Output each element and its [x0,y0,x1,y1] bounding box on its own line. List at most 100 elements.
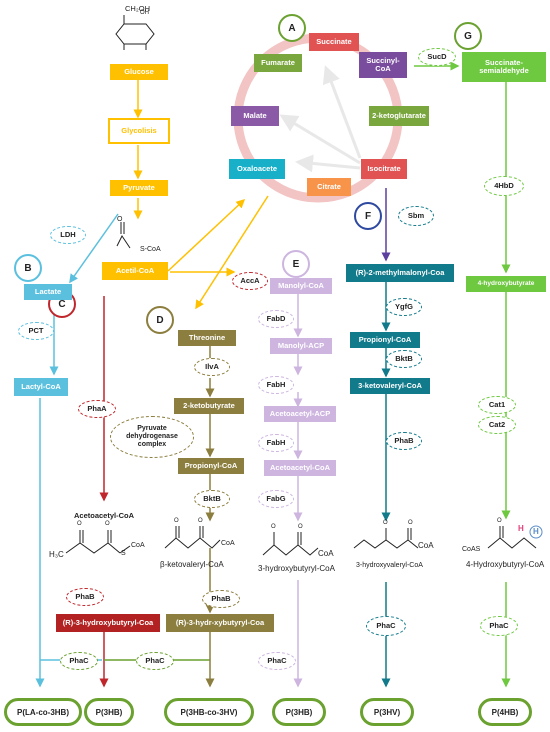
pyruvate-box: Pyruvate [110,180,168,196]
acetoacetyl-coa-structure [65,530,131,554]
lactate-box: Lactate [24,284,72,300]
acetyl-coa-structure [116,222,131,249]
acca-enzyme: AccA [232,272,268,290]
product-p-3hb-co-3hv: P(3HB-co-3HV) [164,698,254,726]
propionyl-coa-box-d: Propionyl-CoA [178,458,244,474]
acetoacetyl-o1: O [77,521,82,527]
phac-enzyme-c2: PhaC [136,652,174,670]
ilva-enzyme: IlvA [194,358,230,376]
product-p-3hb-1: P(3HB) [84,698,134,726]
product-p-la-co-3hb: P(LA-co-3HB) [4,698,82,726]
h-label-b: H [533,527,539,536]
acetyl-o-label: O [117,216,123,223]
ketovaleryl-d-o2: O [198,518,203,524]
h3c-label: H₃C [49,550,64,559]
ketovaleryl-d-coa: CoA [221,540,235,547]
succinyl-coa-box: Succinyl-CoA [359,52,407,78]
hbutyryl-e-coa: CoA [318,549,334,558]
ketovaleryl-coa-box-f: 3-ketovaleryl-CoA [350,378,430,394]
bktb-enzyme-f: BktB [386,350,422,368]
hydroxybutyryl-coa-label-g: 4-Hydroxybutyryl-CoA [466,560,545,569]
fabh-enzyme-1: FabH [258,376,294,394]
acetoacetyl-coa-label: Acetoacetyl-CoA [74,511,135,520]
phab-enzyme-c: PhaB [66,588,104,606]
isocitrate-box: Isocitrate [361,159,407,179]
h-label-a: H [518,524,524,533]
oxaloacete-box: Oxaloacete [229,159,285,179]
label-g: G [454,22,482,50]
label-b: B [14,254,42,282]
label-a: A [278,14,306,42]
lactyl-coa-box: Lactyl-CoA [14,378,68,396]
acetoacetyl-s: S [121,550,126,557]
pyruvate-dehydrogenase-enzyme: Pyruvate dehydrogenase complex [110,416,194,458]
phab-enzyme-d: PhaB [202,590,240,608]
product-p-3hb-2: P(3HB) [272,698,326,726]
ketovaleryl-structure-d [164,526,221,549]
label-e: E [282,250,310,278]
acetoacetyl-coa-text: CoA [131,542,145,549]
hydroxyvaleryl-coa-label-f: 3-hydroxyvaleryl-CoA [356,562,423,569]
sbm-enzyme: Sbm [398,206,434,226]
propionyl-coa-box-f: Propionyl-CoA [350,332,420,348]
pct-enzyme: PCT [18,322,54,340]
label-d: D [146,306,174,334]
ldh-enzyme: LDH [50,226,86,244]
acetoacetyl-acp-box: Acetoacetyl-ACP [264,406,336,422]
phac-enzyme-c1: PhaC [60,652,98,670]
malate-box: Malate [231,106,279,126]
bktb-enzyme-d: BktB [194,490,230,508]
manolyl-acp-box: Manolyl-ACP [270,338,332,354]
fabh-enzyme-2: FabH [258,434,294,452]
acetoacetyl-o2: O [105,521,110,527]
phab-enzyme-f: PhaB [386,432,422,450]
succinate-semialdehyde-box: Succinate-semialdehyde [462,52,546,82]
glucose-ch2oh: CH₂OH [125,4,150,13]
manolyl-coa-box: Manolyl-CoA [270,278,332,294]
hbutyryl-e-o1: O [271,524,276,530]
glycolysis-box: Glycolisis [108,118,170,144]
hydroxybutyryl-4-structure [487,526,537,549]
threonine-box: Threonine [178,330,236,346]
ketobutyrate-box: 2-ketobutyrate [174,398,244,414]
phac-enzyme-e: PhaC [258,652,296,670]
hvaleryl-f-o1: O [383,520,388,526]
coas-label: CoAS [462,546,481,553]
hydroxybutyryl-coa-box: (R)-3-hydroxybutyryl-Coa [56,614,160,632]
fabd-enzyme: FabD [258,310,294,328]
citrate-box: Citrate [307,178,351,196]
phaa-enzyme: PhaA [78,400,116,418]
cat1-enzyme: Cat1 [478,396,516,414]
hydroxyvaleryl-coa-box-d: (R)-3-hydr-xybutyryl-Coa [166,614,274,632]
hydroxybutyryl-structure [262,532,319,556]
hbutyryl-g-o: O [497,518,502,524]
fabg-enzyme: FabG [258,490,294,508]
ketovaleryl-coa-label-d: β-ketovaleryl-CoA [160,560,224,569]
fumarate-box: Fumarate [254,54,302,72]
cat2-enzyme: Cat2 [478,416,516,434]
methylmalonyl-coa-box: (R)-2-methylmalonyl-Coa [346,264,454,282]
label-f: F [354,202,382,230]
product-p-4hb: P(4HB) [478,698,532,726]
acetil-coa-box: Acetil-CoA [102,262,168,280]
succinate-box: Succinate [309,33,359,51]
acetyl-scoa-label: S-CoA [140,246,161,253]
phac-enzyme-g: PhaC [480,616,518,636]
hydroxyvaleryl-structure [353,528,419,549]
ygfg-enzyme: YgfG [386,298,422,316]
4hbd-enzyme: 4HbD [484,176,524,196]
glucose-structure [115,15,155,50]
hvaleryl-f-o2: O [408,520,413,526]
glucose-oh-label: OH [140,10,149,16]
hbutyryl-e-o2: O [298,524,303,530]
glucose-box: Glucose [110,64,168,80]
phac-enzyme-f: PhaC [366,616,406,636]
product-p-3hv: P(3HV) [360,698,414,726]
hydroxybutyrate-box: 4-hydroxybutyrate [466,276,546,292]
acetoacetyl-coa-box-e: Acetoacetyl-CoA [264,460,336,476]
ketoglutarate-box: 2-ketoglutarate [369,106,429,126]
hvaleryl-f-coa: CoA [418,541,434,550]
sucd-enzyme: SucD [418,48,456,66]
ketovaleryl-d-o1: O [174,518,179,524]
